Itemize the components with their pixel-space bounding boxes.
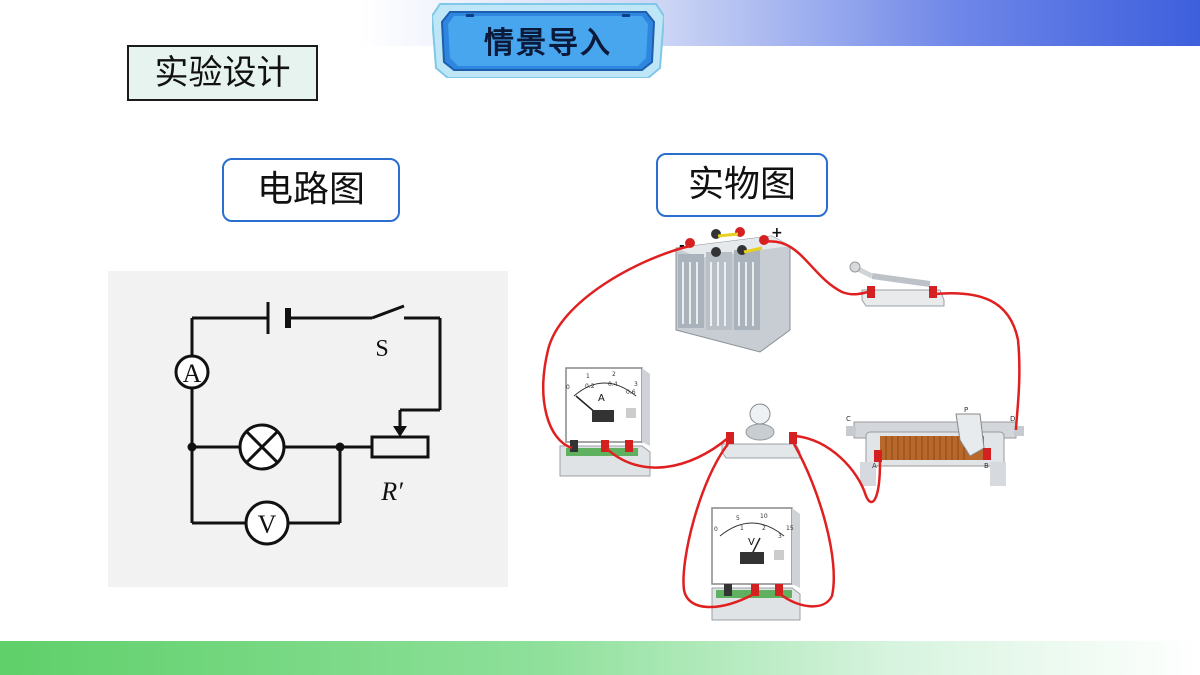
- section-label: 实验设计: [127, 45, 318, 101]
- wire-lamp-to-voltmeter-pos: [779, 443, 836, 608]
- ammeter-device: [559, 367, 651, 477]
- ammeter-device-letter: A: [598, 393, 605, 404]
- junction-right: [335, 442, 345, 452]
- wire-battery-to-ammeter: [542, 244, 691, 450]
- wire-battery-to-switch: [763, 240, 869, 296]
- wire-ammeter-to-lamp: [605, 437, 729, 469]
- ammeter-symbol: [174, 354, 210, 390]
- svg-text:0.6: 0.6: [626, 389, 636, 396]
- svg-text:10: 10: [760, 513, 768, 520]
- svg-text:0.4: 0.4: [608, 381, 618, 388]
- title-tab-frame: [430, 3, 666, 79]
- battery-plus-label: +: [771, 225, 783, 241]
- svg-text:5: 5: [736, 515, 740, 522]
- slider-arrow-head: [393, 426, 407, 437]
- svg-text:15: 15: [786, 525, 794, 532]
- voltmeter-symbol: [244, 500, 290, 546]
- svg-text:P: P: [964, 406, 968, 414]
- page-title: 情景导入: [484, 26, 612, 61]
- svg-text:3: 3: [634, 381, 638, 388]
- svg-text:1: 1: [586, 373, 590, 380]
- physical-diagram-label: 实物图: [656, 153, 828, 217]
- connection-wires: [542, 240, 1021, 609]
- junction-left: [187, 442, 197, 452]
- svg-text:1: 1: [740, 525, 744, 532]
- voltmeter-letter: V: [258, 510, 277, 539]
- header-title-tab: 情景导入: [430, 2, 666, 79]
- voltmeter-device-letter: V: [748, 537, 755, 548]
- svg-text:D: D: [1010, 415, 1015, 423]
- svg-text:C: C: [846, 415, 851, 423]
- switch-letter: S: [375, 336, 388, 362]
- lamp-cross-2: [244, 429, 280, 465]
- ammeter-letter: A: [183, 359, 202, 388]
- svg-text:3: 3: [778, 533, 782, 540]
- svg-text:0.2: 0.2: [585, 383, 595, 390]
- rheostat-letter: R′: [380, 477, 403, 506]
- rheostat-symbol: [370, 435, 430, 459]
- voltmeter-device: [711, 507, 801, 621]
- wire-lamp-to-rheostat: [795, 434, 882, 504]
- svg-text:2: 2: [762, 525, 766, 532]
- bottom-gradient-band: [0, 641, 1200, 675]
- circuit-diagram-label: 电路图: [222, 158, 400, 222]
- svg-text:0: 0: [714, 526, 718, 533]
- svg-text:B: B: [984, 462, 989, 470]
- wire-lamp-to-voltmeter-neg: [682, 443, 755, 609]
- voltmeter-scale: 0 5 10 15 1 2 3: [714, 513, 794, 540]
- svg-text:A: A: [872, 462, 877, 470]
- battery-minus-label: -: [679, 238, 685, 254]
- circuit-schematic: [174, 302, 442, 546]
- switch-blade: [371, 304, 405, 320]
- lamp-device: [721, 403, 801, 459]
- rheostat-device: [846, 413, 1024, 486]
- rheostat-terminal-labels: C D P A B: [846, 406, 1015, 470]
- svg-text:0: 0: [566, 384, 570, 391]
- knife-switch: [849, 261, 945, 307]
- battery-pack: [675, 227, 791, 353]
- wire-switch-to-rheostat: [933, 292, 1021, 431]
- ammeter-scale: 0 1 2 3 0.2 0.4 0.6: [566, 371, 638, 396]
- svg-text:2: 2: [612, 371, 616, 378]
